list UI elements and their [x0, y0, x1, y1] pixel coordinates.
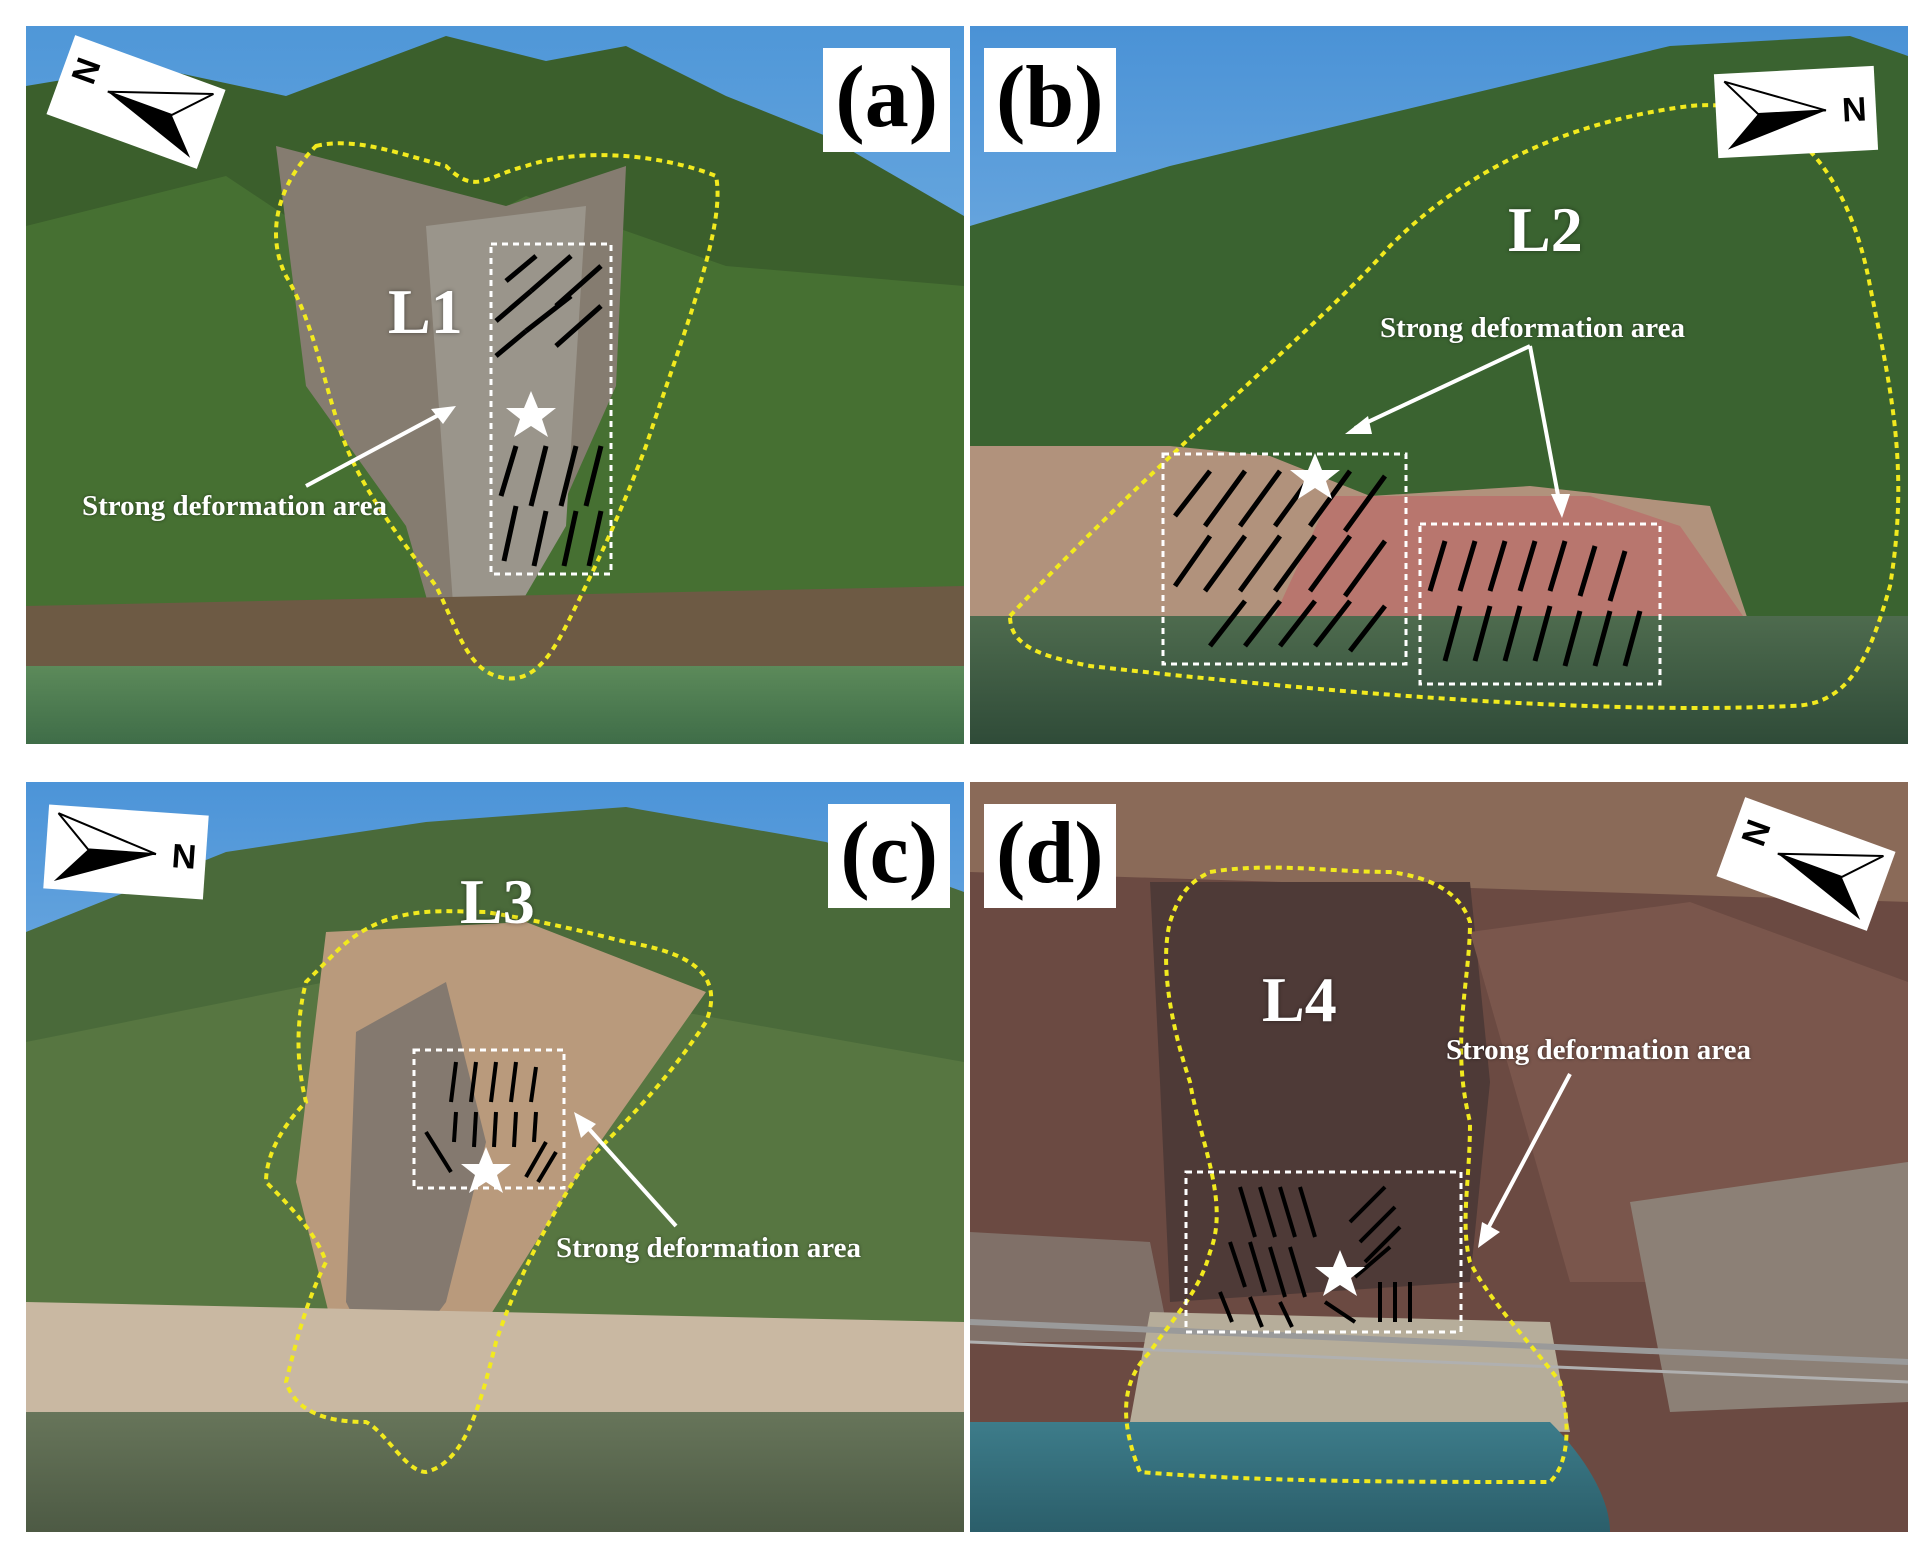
svg-text:N: N — [1841, 90, 1868, 129]
landslide-boundary — [1124, 865, 1569, 1485]
panel-d: N (d) L4 Strong deformation area — [970, 782, 1908, 1532]
panel-c: N (c) L3 Strong deformation area — [26, 782, 964, 1532]
deformation-annotation-a: Strong deformation area — [82, 490, 388, 522]
deformation-box-2 — [1418, 522, 1662, 686]
displacement-arrows — [494, 254, 604, 567]
landslide-label-l1: L1 — [388, 276, 463, 347]
panel-b: N (b) L2 Strong deformation area — [970, 26, 1908, 744]
deformation-box-1 — [1161, 452, 1408, 666]
displacement-arrows — [424, 1061, 558, 1184]
north-arrow-icon: N — [1713, 65, 1879, 159]
landslide-label-l2: L2 — [1508, 194, 1583, 265]
svg-text:N: N — [1735, 815, 1779, 851]
deformation-annotation-d: Strong deformation area — [1446, 1034, 1752, 1066]
star-marker-icon — [506, 391, 556, 437]
svg-text:N: N — [170, 837, 197, 877]
north-arrow-icon: N — [46, 35, 226, 169]
star-marker-icon — [1315, 1250, 1365, 1296]
deformation-annotation-c: Strong deformation area — [556, 1232, 862, 1264]
landslide-boundary — [274, 141, 720, 681]
panel-b-photo — [970, 26, 1908, 744]
panel-label-d: (d) — [984, 804, 1116, 908]
panel-label-a: (a) — [823, 48, 950, 152]
displacement-arrows — [1218, 1185, 1412, 1328]
landslide-boundary — [1007, 103, 1901, 710]
panel-label-b: (b) — [984, 48, 1116, 152]
deformation-annotation-b: Strong deformation area — [1380, 312, 1686, 344]
north-arrow-icon: N — [1716, 797, 1896, 931]
deformation-box — [1184, 1170, 1463, 1334]
star-marker-icon — [461, 1147, 511, 1193]
panel-a: N (a) L1 Strong deformation area — [26, 26, 964, 744]
svg-text:N: N — [65, 53, 109, 89]
north-arrow-icon: N — [43, 804, 209, 900]
star-marker-icon — [1290, 453, 1340, 499]
panel-d-photo — [970, 782, 1908, 1532]
landslide-label-l3: L3 — [460, 866, 535, 937]
panel-c-photo — [26, 782, 964, 1532]
landslide-label-l4: L4 — [1262, 964, 1337, 1035]
deformation-box — [412, 1048, 566, 1190]
panel-a-photo — [26, 26, 964, 744]
deformation-box — [489, 242, 613, 576]
panel-label-c: (c) — [828, 804, 950, 908]
